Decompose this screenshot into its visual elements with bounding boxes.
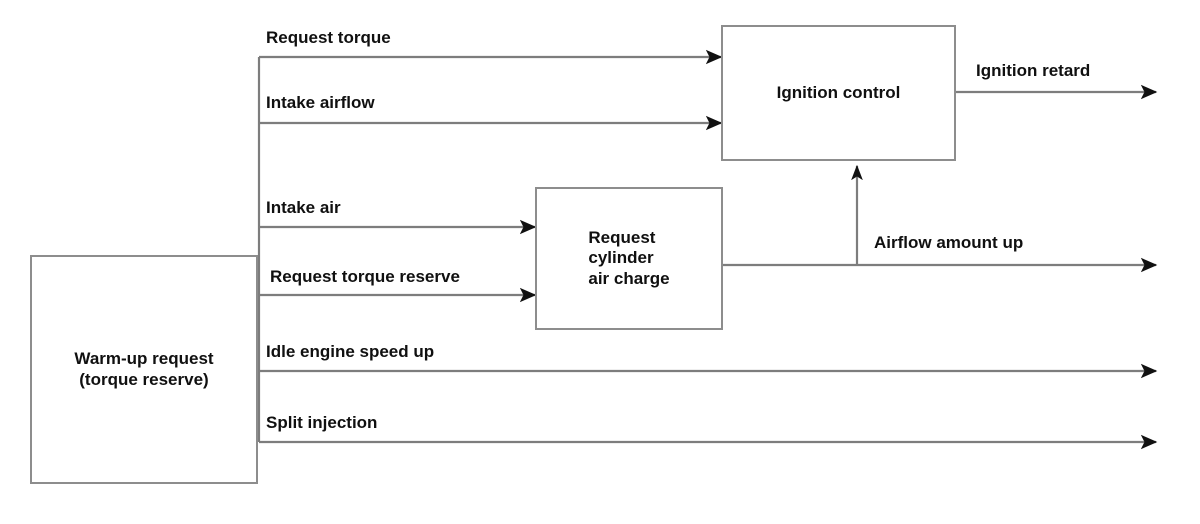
node-ignition-control[interactable]: Ignition control <box>721 25 956 161</box>
edge-label-intake-air: Intake air <box>266 198 341 217</box>
edge-label-airflow-amount-up: Airflow amount up <box>874 233 1024 252</box>
edge-label-intake-airflow: Intake airflow <box>266 93 375 112</box>
edge-label-split-injection: Split injection <box>266 413 378 432</box>
node-warm-up-request-label: Warm-up request (torque reserve) <box>74 349 214 389</box>
edge-label-ignition-retard: Ignition retard <box>976 61 1091 80</box>
node-ignition-control-label: Ignition control <box>776 82 901 102</box>
node-warm-up-request[interactable]: Warm-up request (torque reserve) <box>30 255 258 484</box>
node-request-cylinder-air-charge[interactable]: Request cylinder air charge <box>535 187 723 330</box>
edge-label-request-torque-reserve: Request torque reserve <box>270 267 460 286</box>
node-request-cylinder-air-charge-label: Request cylinder air charge <box>588 228 670 288</box>
edge-label-idle-engine-speed-up: Idle engine speed up <box>266 342 435 361</box>
edge-label-request-torque: Request torque <box>266 28 391 47</box>
